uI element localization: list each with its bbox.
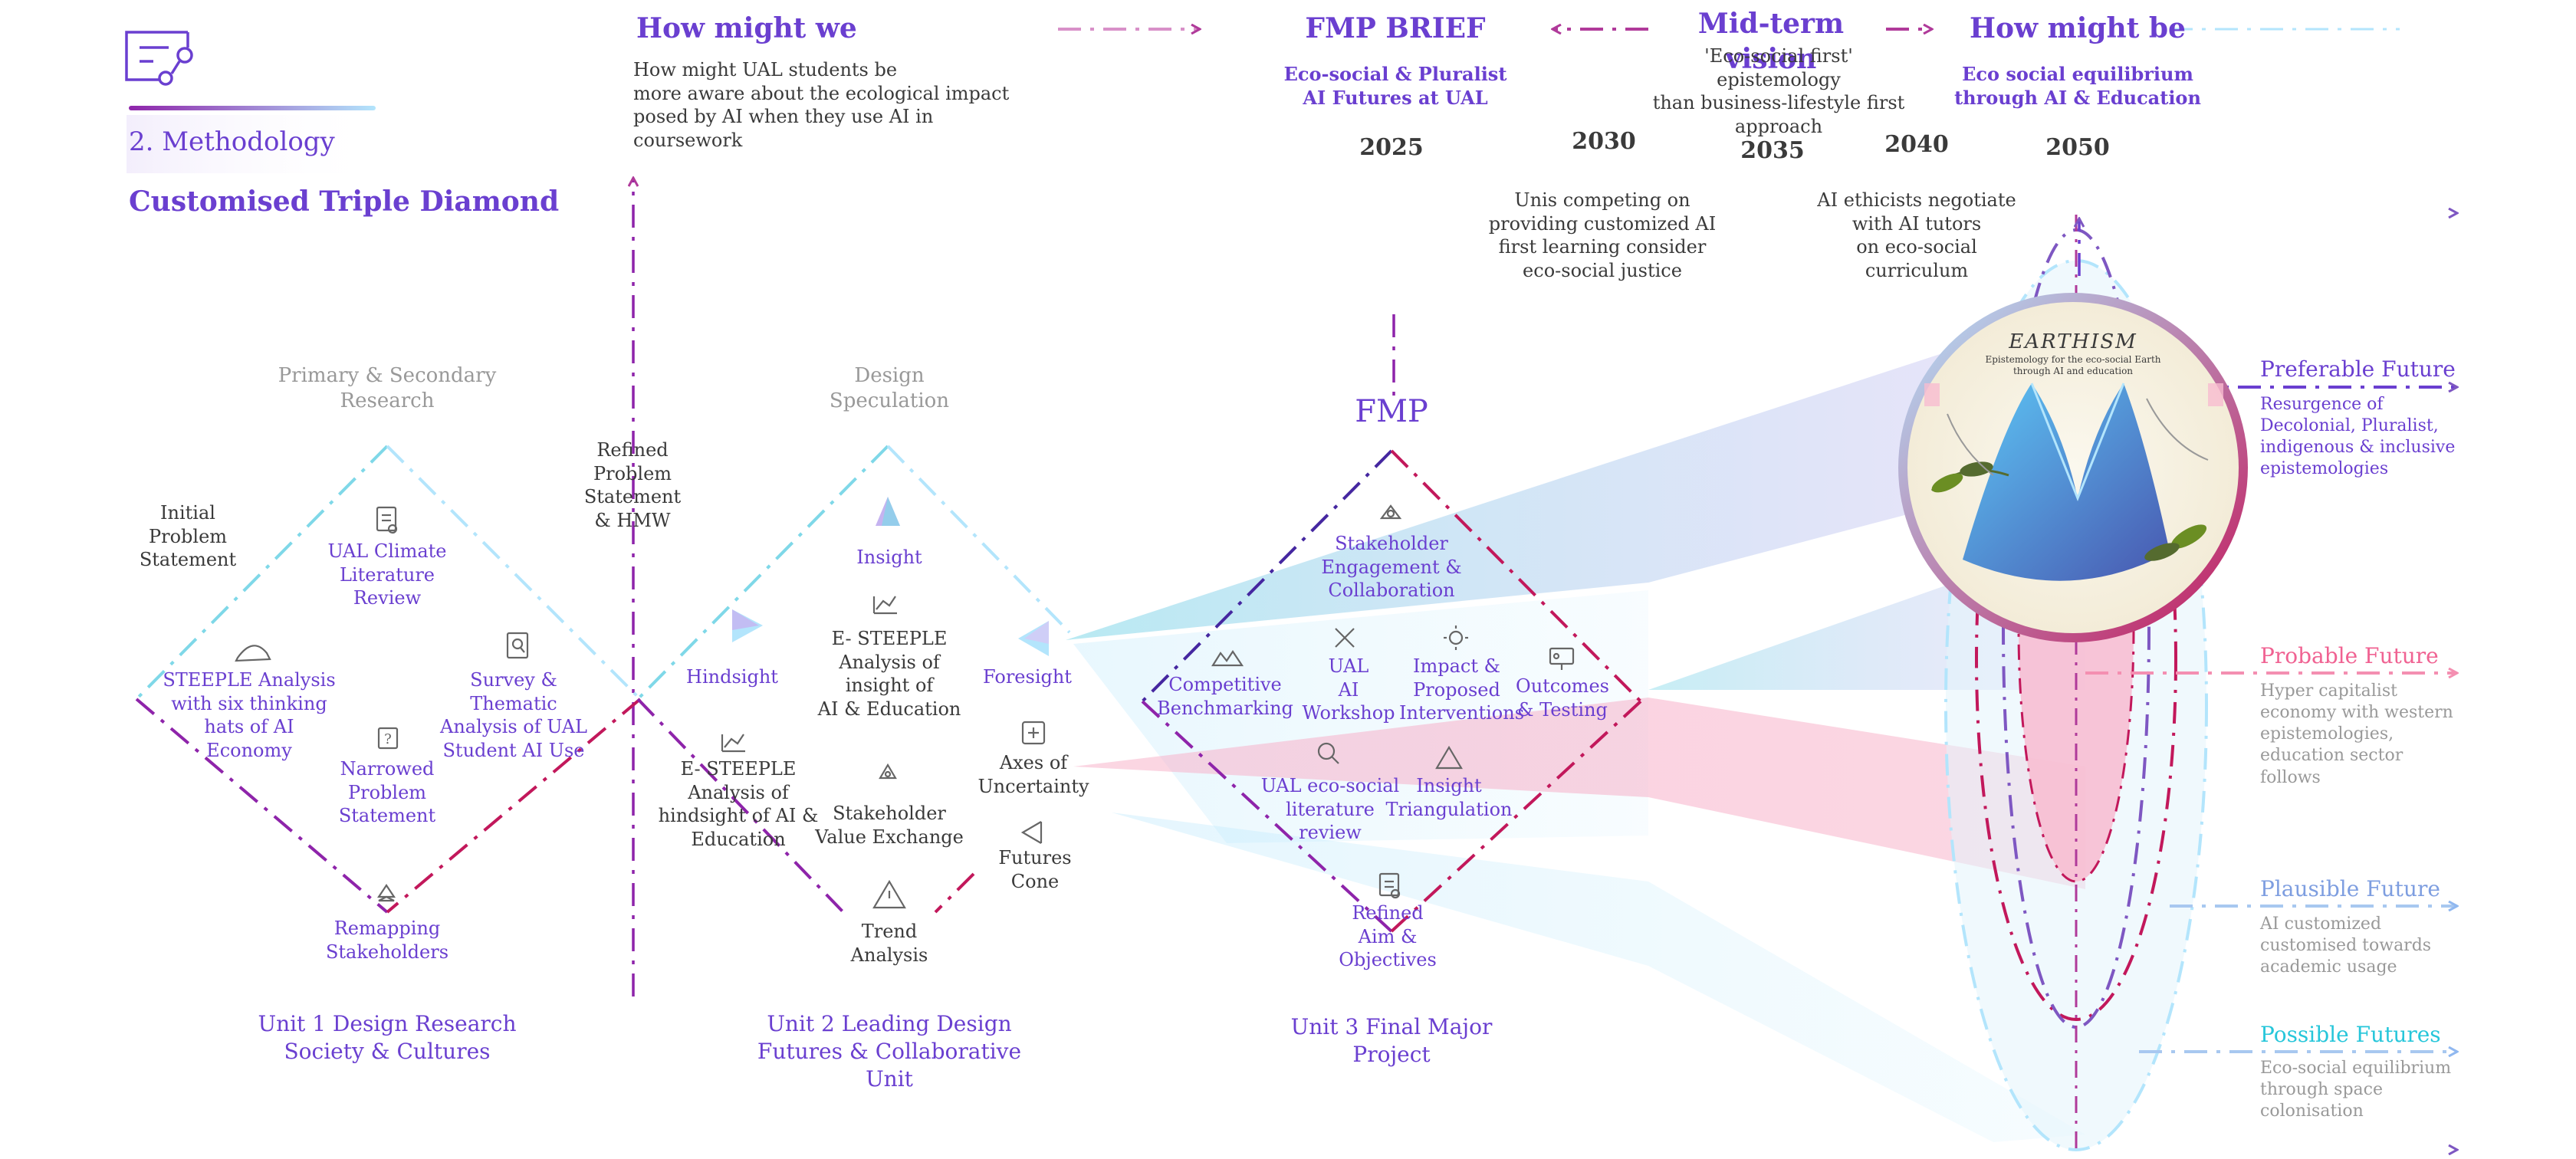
d3-node-workshop: UAL AI Workshop [1302,655,1395,724]
d1-node-steeple: STEEPLE Analysis with six thinking hats … [163,669,336,762]
d2-node-trend-analysis: Trend Analysis [850,921,928,966]
foresight-triangles [732,497,1049,656]
earthism-badge [1898,293,2248,642]
year-2030: 2030 [1572,128,1636,155]
d2-node-steeple-insight: E- STEEPLE Analysis of insight of AI & E… [817,628,961,721]
d1-node-climate-review: UAL Climate Literature Review [327,540,447,609]
cone-icon [1020,821,1043,844]
unit-3-label: Unit 3 Final Major Project [1290,1014,1493,1067]
future-preferable-text: Resurgence of Decolonial, Pluralist, ind… [2260,395,2456,479]
d1-node-narrowed: Narrowed Problem Statement [338,758,436,827]
header-decoration [127,106,380,173]
timeline-note-2040: AI ethicists negotiate with AI tutors on… [1817,189,2016,282]
d3-node-refined-aims: Refined Aim & Objectives [1339,902,1437,971]
chart-icon [721,734,745,753]
fmp-heading: FMP [1355,394,1428,429]
recycle-icon [1379,504,1402,520]
chart-icon [872,596,897,615]
mountains-icon [1211,650,1244,667]
recycle-icon [376,884,396,902]
midterm-text: 'Eco-social first' epistemology than bus… [1652,45,1905,138]
magnifier-document-icon [506,632,529,659]
midterm-title: Mid-term vision [1697,8,1845,76]
d2-node-value-exchange: Stakeholder Value Exchange [815,803,964,848]
unit-1-label: Unit 1 Design Research Society & Culture… [258,1011,517,1064]
d3-node-impact: Impact & Proposed Interventions [1399,655,1525,724]
year-2050: 2050 [2045,134,2110,161]
diagram-icons: ? [235,504,1575,909]
diamond2-heading: Design Speculation [829,364,950,413]
future-probable-title: Probable Future [2260,643,2439,668]
tools-icon [1335,628,1355,648]
document-icon [1378,872,1401,899]
year-2040: 2040 [1884,131,1949,158]
plus-box-icon [1021,721,1046,745]
future-possible-text: Eco-social equilibrium through space col… [2260,1059,2452,1121]
future-possible-title: Possible Futures [2260,1022,2441,1047]
d3-node-triangulation: Insight Triangulation [1385,775,1513,820]
future-preferable-title: Preferable Future [2260,356,2456,382]
d3-node-benchmarking: Competitive Benchmarking [1157,674,1293,719]
diamond-3 [1141,449,1642,933]
how-might-be-title: How might be [1970,12,2186,44]
d2-node-steeple-hindsight: E- STEEPLE Analysis of hindsight of AI &… [658,758,819,851]
presentation-icon [1549,647,1575,670]
earthism-title: EARTHISM [2009,330,2137,353]
hat-icon [235,645,271,662]
magnifier-icon [1317,742,1339,764]
initial-problem-statement: Initial Problem Statement [139,502,237,571]
unit-2-label: Unit 2 Leading Design Futures & Collabor… [757,1011,1022,1092]
diamond1-heading: Primary & Secondary Research [278,364,497,413]
year-2025: 2025 [1359,134,1424,161]
flowchart-icon [125,31,193,86]
timeline-lines [633,29,2457,1150]
section-title: 2. Methodology [129,126,335,157]
page-subtitle: Customised Triple Diamond [129,186,560,218]
d2-node-insight: Insight [856,547,922,568]
future-plausible-title: Plausible Future [2260,876,2440,901]
d3-node-stakeholder: Stakeholder Engagement & Collaboration [1321,533,1462,602]
future-probable-text: Hyper capitalist economy with western ep… [2260,681,2453,787]
d1-node-remapping: Remapping Stakeholders [325,918,449,963]
year-2035: 2035 [1740,137,1805,164]
d2-node-foresight: Foresight [983,666,1072,688]
sun-icon [1444,625,1468,650]
d3-node-literature: UAL eco-social literature review [1260,775,1400,844]
diamond-2 [636,445,1071,914]
d2-node-hindsight: Hindsight [686,666,778,688]
brief-text: Eco-social & Pluralist AI Futures at UAL [1283,63,1507,109]
document-icon [376,506,398,534]
how-might-be-text: Eco social equilibrium through AI & Educ… [1954,63,2201,109]
hmw-title: How might we [636,12,857,44]
refined-problem-statement: Refined Problem Statement & HMW [583,439,682,532]
d2-futures-cone: Futures Cone [998,847,1072,892]
earthism-subtitle: Epistemology for the eco-social Earth th… [1985,354,2161,377]
timeline-note-2030: Unis competing on providing customized A… [1488,189,1717,282]
question-icon: ? [377,727,399,750]
brief-title: FMP BRIEF [1305,12,1486,44]
warning-triangle-icon [872,879,906,909]
hmw-text: How might UAL students be more aware abo… [633,59,1010,152]
future-plausible-text: AI customized customised towards academi… [2260,914,2432,977]
warning-triangle-icon [1435,745,1463,770]
svg-text:?: ? [384,731,392,747]
d2-axes-of-uncertainty: Axes of Uncertainty [978,752,1089,797]
diamond-1 [135,445,642,914]
future-arrows [2085,387,2457,1052]
d1-node-survey: Survey & Thematic Analysis of UAL Studen… [440,669,587,762]
recycle-icon [879,763,897,780]
d3-node-outcomes: Outcomes & Testing [1516,675,1609,721]
